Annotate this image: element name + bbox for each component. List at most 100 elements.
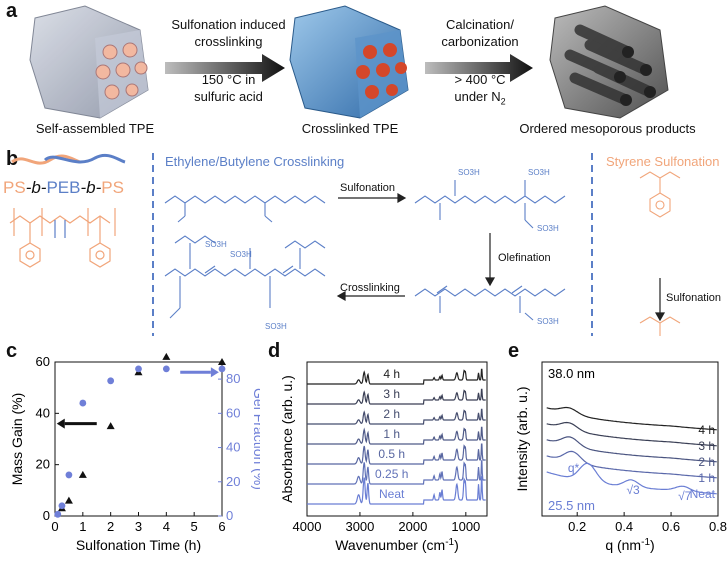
eb-crosslinking-title: Ethylene/Butylene Crosslinking bbox=[165, 154, 345, 169]
y-tick-label: 20 bbox=[36, 457, 50, 472]
mass-gain-point bbox=[78, 470, 87, 478]
series-label: 3 h bbox=[698, 439, 715, 453]
so3h-label-1: SO3H bbox=[458, 168, 480, 177]
ftir-series-line bbox=[307, 408, 486, 425]
arrow1-caption-top: Sulfonation induced bbox=[171, 17, 286, 32]
series-label: 1 h bbox=[698, 471, 715, 485]
x-tick-label: 6 bbox=[218, 519, 225, 534]
arrow1-caption-bottom2: sulfuric acid bbox=[194, 89, 263, 104]
series-label: 2 h bbox=[698, 455, 715, 469]
series-label: Neat bbox=[379, 487, 405, 501]
x-tick-label: 0.8 bbox=[709, 519, 727, 534]
y2-tick-label: 0 bbox=[226, 508, 233, 523]
gel-fraction-point bbox=[107, 377, 115, 385]
x-tick-label: 0.2 bbox=[568, 519, 586, 534]
gel-fraction-point bbox=[58, 502, 66, 510]
y-tick-label: 40 bbox=[36, 405, 50, 420]
arrow2-caption-bottom: > 400 °C bbox=[454, 72, 506, 87]
stage-label-3: Ordered mesoporous products bbox=[519, 121, 696, 136]
x-tick-label: 3 bbox=[135, 519, 142, 534]
step-styrene-sulfonation: Sulfonation bbox=[666, 292, 722, 304]
so3h-label-2: SO3H bbox=[528, 168, 550, 177]
panel-b-label: b bbox=[6, 148, 19, 170]
x-axis-label: q (nm-1) bbox=[605, 537, 654, 553]
y2-tick-label: 60 bbox=[226, 405, 240, 420]
panel-c-label: c bbox=[6, 340, 18, 362]
arrow2-caption-top2: carbonization bbox=[441, 34, 519, 49]
x-tick-label: 0 bbox=[51, 519, 58, 534]
mass-gain-point bbox=[162, 352, 171, 360]
panel-d-label: d bbox=[268, 340, 281, 362]
series-label: 2 h bbox=[383, 407, 400, 421]
step-crosslinking: Crosslinking bbox=[340, 282, 400, 294]
plot-frame bbox=[306, 361, 488, 517]
styrene-sulfonation-title: Styrene Sulfonation bbox=[606, 154, 720, 169]
x-tick-label: 1 bbox=[79, 519, 86, 534]
x-tick-label: 4 bbox=[163, 519, 170, 534]
arrow2-caption-bottom2: under N2 bbox=[454, 89, 506, 107]
arrow1-caption-top2: crosslinking bbox=[194, 34, 263, 49]
series-label: 0.5 h bbox=[378, 447, 405, 461]
y2-tick-label: 20 bbox=[226, 474, 240, 489]
annotation-sqrt7: √7 bbox=[678, 489, 692, 503]
saxs-series-line bbox=[546, 462, 717, 495]
gel-fraction-point bbox=[135, 365, 142, 373]
panel-b-chemistry bbox=[9, 153, 681, 336]
right-axis-arrowhead bbox=[210, 367, 219, 378]
ftir-series-line bbox=[307, 388, 486, 405]
step-sulfonation: Sulfonation bbox=[340, 182, 396, 194]
annotation-bottom-spacing: 25.5 nm bbox=[548, 498, 595, 513]
stage-label-1: Self-assembled TPE bbox=[35, 121, 155, 136]
hexagon-self-assembled bbox=[29, 5, 149, 119]
plot-frame bbox=[541, 361, 719, 517]
panel-a-diagram bbox=[29, 5, 669, 119]
saxs-series-line bbox=[546, 406, 717, 431]
x-axis-label: Sulfonation Time (h) bbox=[76, 537, 201, 553]
x-tick-label: 4000 bbox=[293, 519, 322, 534]
series-label: 1 h bbox=[383, 427, 400, 441]
ftir-series-line bbox=[307, 443, 486, 465]
panel-e-label: e bbox=[508, 340, 520, 362]
annotation-q-star: q* bbox=[568, 461, 580, 475]
ftir-series-line bbox=[307, 460, 486, 485]
series-label: Neat bbox=[690, 487, 716, 501]
arrow2-caption-top: Calcination/ bbox=[446, 17, 514, 32]
x-tick-label: 2 bbox=[107, 519, 114, 534]
saxs-series-line bbox=[546, 421, 717, 447]
y-axis-label: Absorbance (arb. u.) bbox=[279, 375, 295, 503]
arrow-2 bbox=[425, 54, 533, 82]
gel-fraction-point bbox=[162, 365, 170, 373]
arrow1-caption-bottom: 150 °C in bbox=[201, 72, 256, 87]
y2-tick-label: 40 bbox=[226, 440, 240, 455]
annotation-top-spacing: 38.0 nm bbox=[548, 366, 595, 381]
arrow-1 bbox=[165, 54, 285, 82]
step-olefination: Olefination bbox=[498, 252, 551, 264]
y-axis-label: Intensity (arb. u.) bbox=[514, 386, 530, 491]
x-axis-label: Wavenumber (cm-1) bbox=[335, 537, 459, 553]
x-tick-label: 3000 bbox=[345, 519, 374, 534]
gel-fraction-point bbox=[65, 471, 73, 479]
left-axis-arrowhead bbox=[56, 418, 65, 429]
so3h-label-7: SO3H bbox=[265, 322, 287, 331]
gel-fraction-point bbox=[218, 365, 226, 373]
x-tick-label: 2000 bbox=[398, 519, 427, 534]
y2-tick-label: 80 bbox=[226, 371, 240, 386]
series-label: 0.25 h bbox=[375, 467, 408, 481]
x-tick-label: 1000 bbox=[451, 519, 480, 534]
panel-a-label: a bbox=[6, 0, 18, 22]
ftir-series-line bbox=[307, 476, 486, 505]
plot-frame bbox=[54, 361, 223, 517]
y-axis-label: Mass Gain (%) bbox=[9, 393, 25, 486]
x-tick-label: 5 bbox=[191, 519, 198, 534]
so3h-label-4: SO3H bbox=[537, 317, 559, 326]
y2-axis-label: Gel Fraction (%) bbox=[251, 388, 260, 490]
so3h-label-6: SO3H bbox=[230, 250, 252, 259]
series-label: 4 h bbox=[383, 367, 400, 381]
saxs-series-line bbox=[546, 436, 717, 463]
annotation-sqrt3: √3 bbox=[626, 483, 640, 497]
so3h-label-3: SO3H bbox=[537, 224, 559, 233]
hexagon-mesoporous bbox=[549, 5, 669, 119]
